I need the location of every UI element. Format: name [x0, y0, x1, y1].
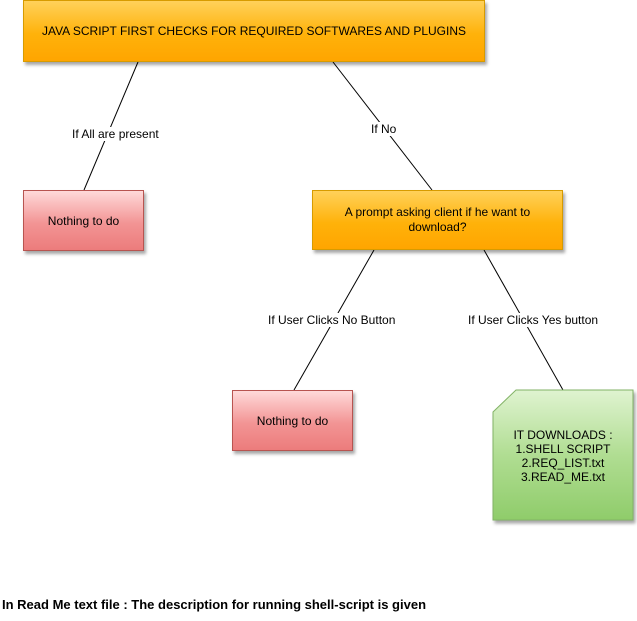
downloads-document-shape [492, 389, 634, 521]
root-process-text: JAVA SCRIPT FIRST CHECKS FOR REQUIRED SO… [41, 24, 467, 38]
downloads-item: 2.REQ_LIST.txt [521, 456, 605, 470]
root-process-box: JAVA SCRIPT FIRST CHECKS FOR REQUIRED SO… [23, 0, 485, 62]
downloads-item: 3.READ_ME.txt [520, 470, 606, 484]
edge-label-clicks-yes: If User Clicks Yes button [467, 313, 600, 327]
nothing-to-do-text-no: Nothing to do [256, 413, 329, 428]
downloads-title: IT DOWNLOADS : [513, 428, 613, 442]
edge-label-if-no: If No [370, 122, 398, 136]
downloads-item: 1.SHELL SCRIPT [515, 442, 611, 456]
download-prompt-box: A prompt asking client if he want to dow… [312, 190, 563, 250]
connector-root-to-left [83, 61, 139, 191]
edge-label-all-present: If All are present [71, 127, 160, 141]
downloads-text: IT DOWNLOADS : 1.SHELL SCRIPT 2.REQ_LIST… [493, 428, 633, 484]
download-prompt-text: A prompt asking client if he want to dow… [344, 205, 531, 234]
footer-note: In Read Me text file : The description f… [2, 597, 427, 612]
nothing-to-do-box-no: Nothing to do [232, 390, 353, 451]
edge-label-clicks-no: If User Clicks No Button [267, 313, 397, 327]
nothing-to-do-box-left: Nothing to do [23, 190, 144, 251]
nothing-to-do-text-left: Nothing to do [47, 213, 120, 228]
